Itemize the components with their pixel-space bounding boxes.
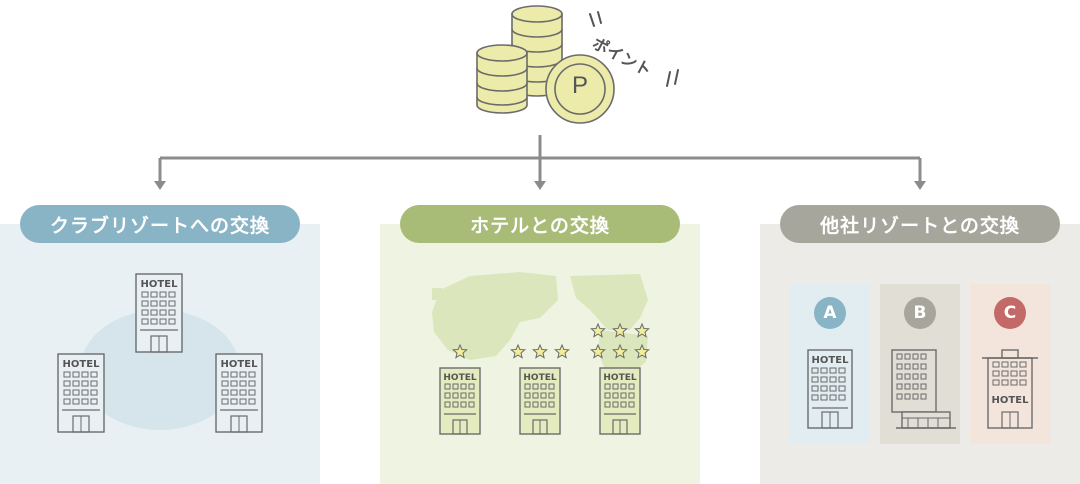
hotel-sign: HOTEL bbox=[603, 373, 637, 383]
hotel-sign: HOTEL bbox=[220, 359, 258, 370]
other-resort-pill: 他社リゾートとの交換 bbox=[780, 205, 1060, 243]
club-resort-panel bbox=[0, 224, 320, 484]
resort-badge-c: C bbox=[994, 297, 1026, 329]
hotel-panel bbox=[380, 224, 700, 484]
resort-badge-a: A bbox=[814, 297, 846, 329]
hotel-sign: HOTEL bbox=[443, 373, 477, 383]
hotel-sign: HOTEL bbox=[991, 395, 1029, 406]
hotel-sign: HOTEL bbox=[523, 373, 557, 383]
club-resort-pill: クラブリゾートへの交換 bbox=[20, 205, 300, 243]
hotel-sign: HOTEL bbox=[811, 355, 849, 366]
hotel-pill: ホテルとの交換 bbox=[400, 205, 680, 243]
points-label: ポイント bbox=[589, 33, 655, 81]
coin-symbol: P bbox=[571, 72, 588, 99]
hotel-sign: HOTEL bbox=[140, 279, 178, 290]
resort-badge-b: B bbox=[904, 297, 936, 329]
hotel-sign: HOTEL bbox=[62, 359, 100, 370]
